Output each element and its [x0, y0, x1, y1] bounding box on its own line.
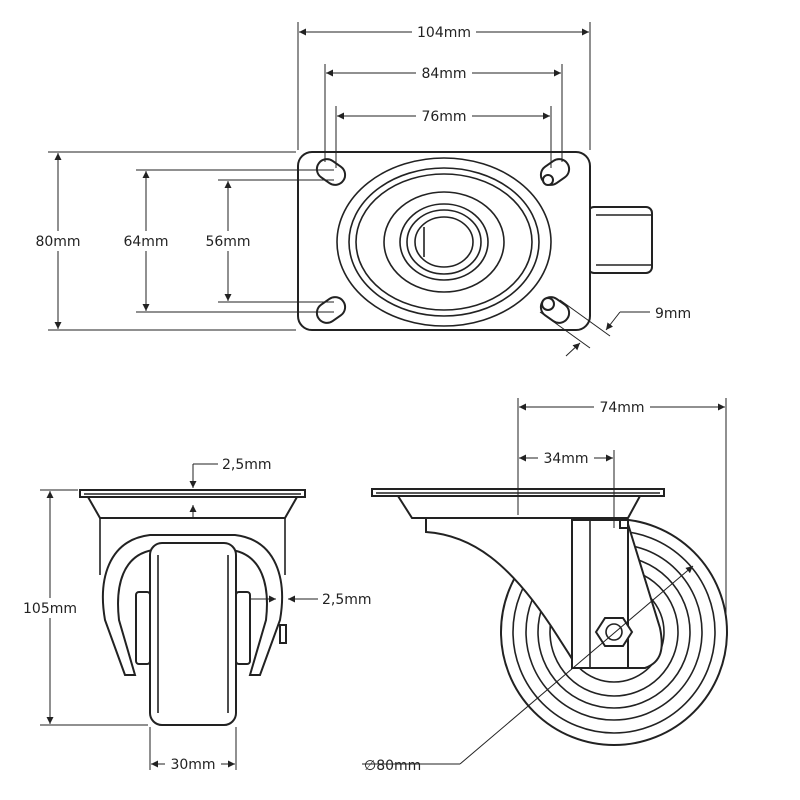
dim-56: 56mm [205, 234, 250, 250]
dim-30: 30mm [170, 757, 215, 773]
dim-80: 80mm [35, 234, 80, 250]
dim-9: 9mm [655, 306, 691, 322]
front-view [79, 489, 306, 726]
swivel-bearing-rings [336, 157, 552, 327]
mounting-plate [297, 151, 591, 331]
dim-105: 105mm [23, 601, 77, 617]
dim-fork-thickness: 2,5mm [322, 592, 372, 608]
dim-76: 76mm [421, 109, 466, 125]
dim-diameter-80: ∅80mm [364, 758, 421, 774]
side-view-dimensions: 74mm 34mm ∅80mm [362, 397, 727, 774]
top-view-dimensions: 104mm 84mm 76mm 80mm 64mm 56mm [30, 22, 691, 357]
dim-34: 34mm [543, 451, 588, 467]
front-wheel [149, 542, 237, 726]
dim-64: 64mm [123, 234, 168, 250]
dim-plate-thickness: 2,5mm [222, 457, 272, 473]
dim-84: 84mm [421, 66, 466, 82]
dim-104: 104mm [417, 25, 471, 41]
brake-tab [587, 206, 653, 274]
top-view [297, 151, 653, 331]
side-view [371, 488, 728, 746]
dim-74: 74mm [599, 400, 644, 416]
side-swivel-housing [396, 495, 642, 519]
front-fork [101, 534, 284, 676]
front-view-dimensions: 2,5mm 105mm 2,5mm 30mm [18, 457, 372, 774]
